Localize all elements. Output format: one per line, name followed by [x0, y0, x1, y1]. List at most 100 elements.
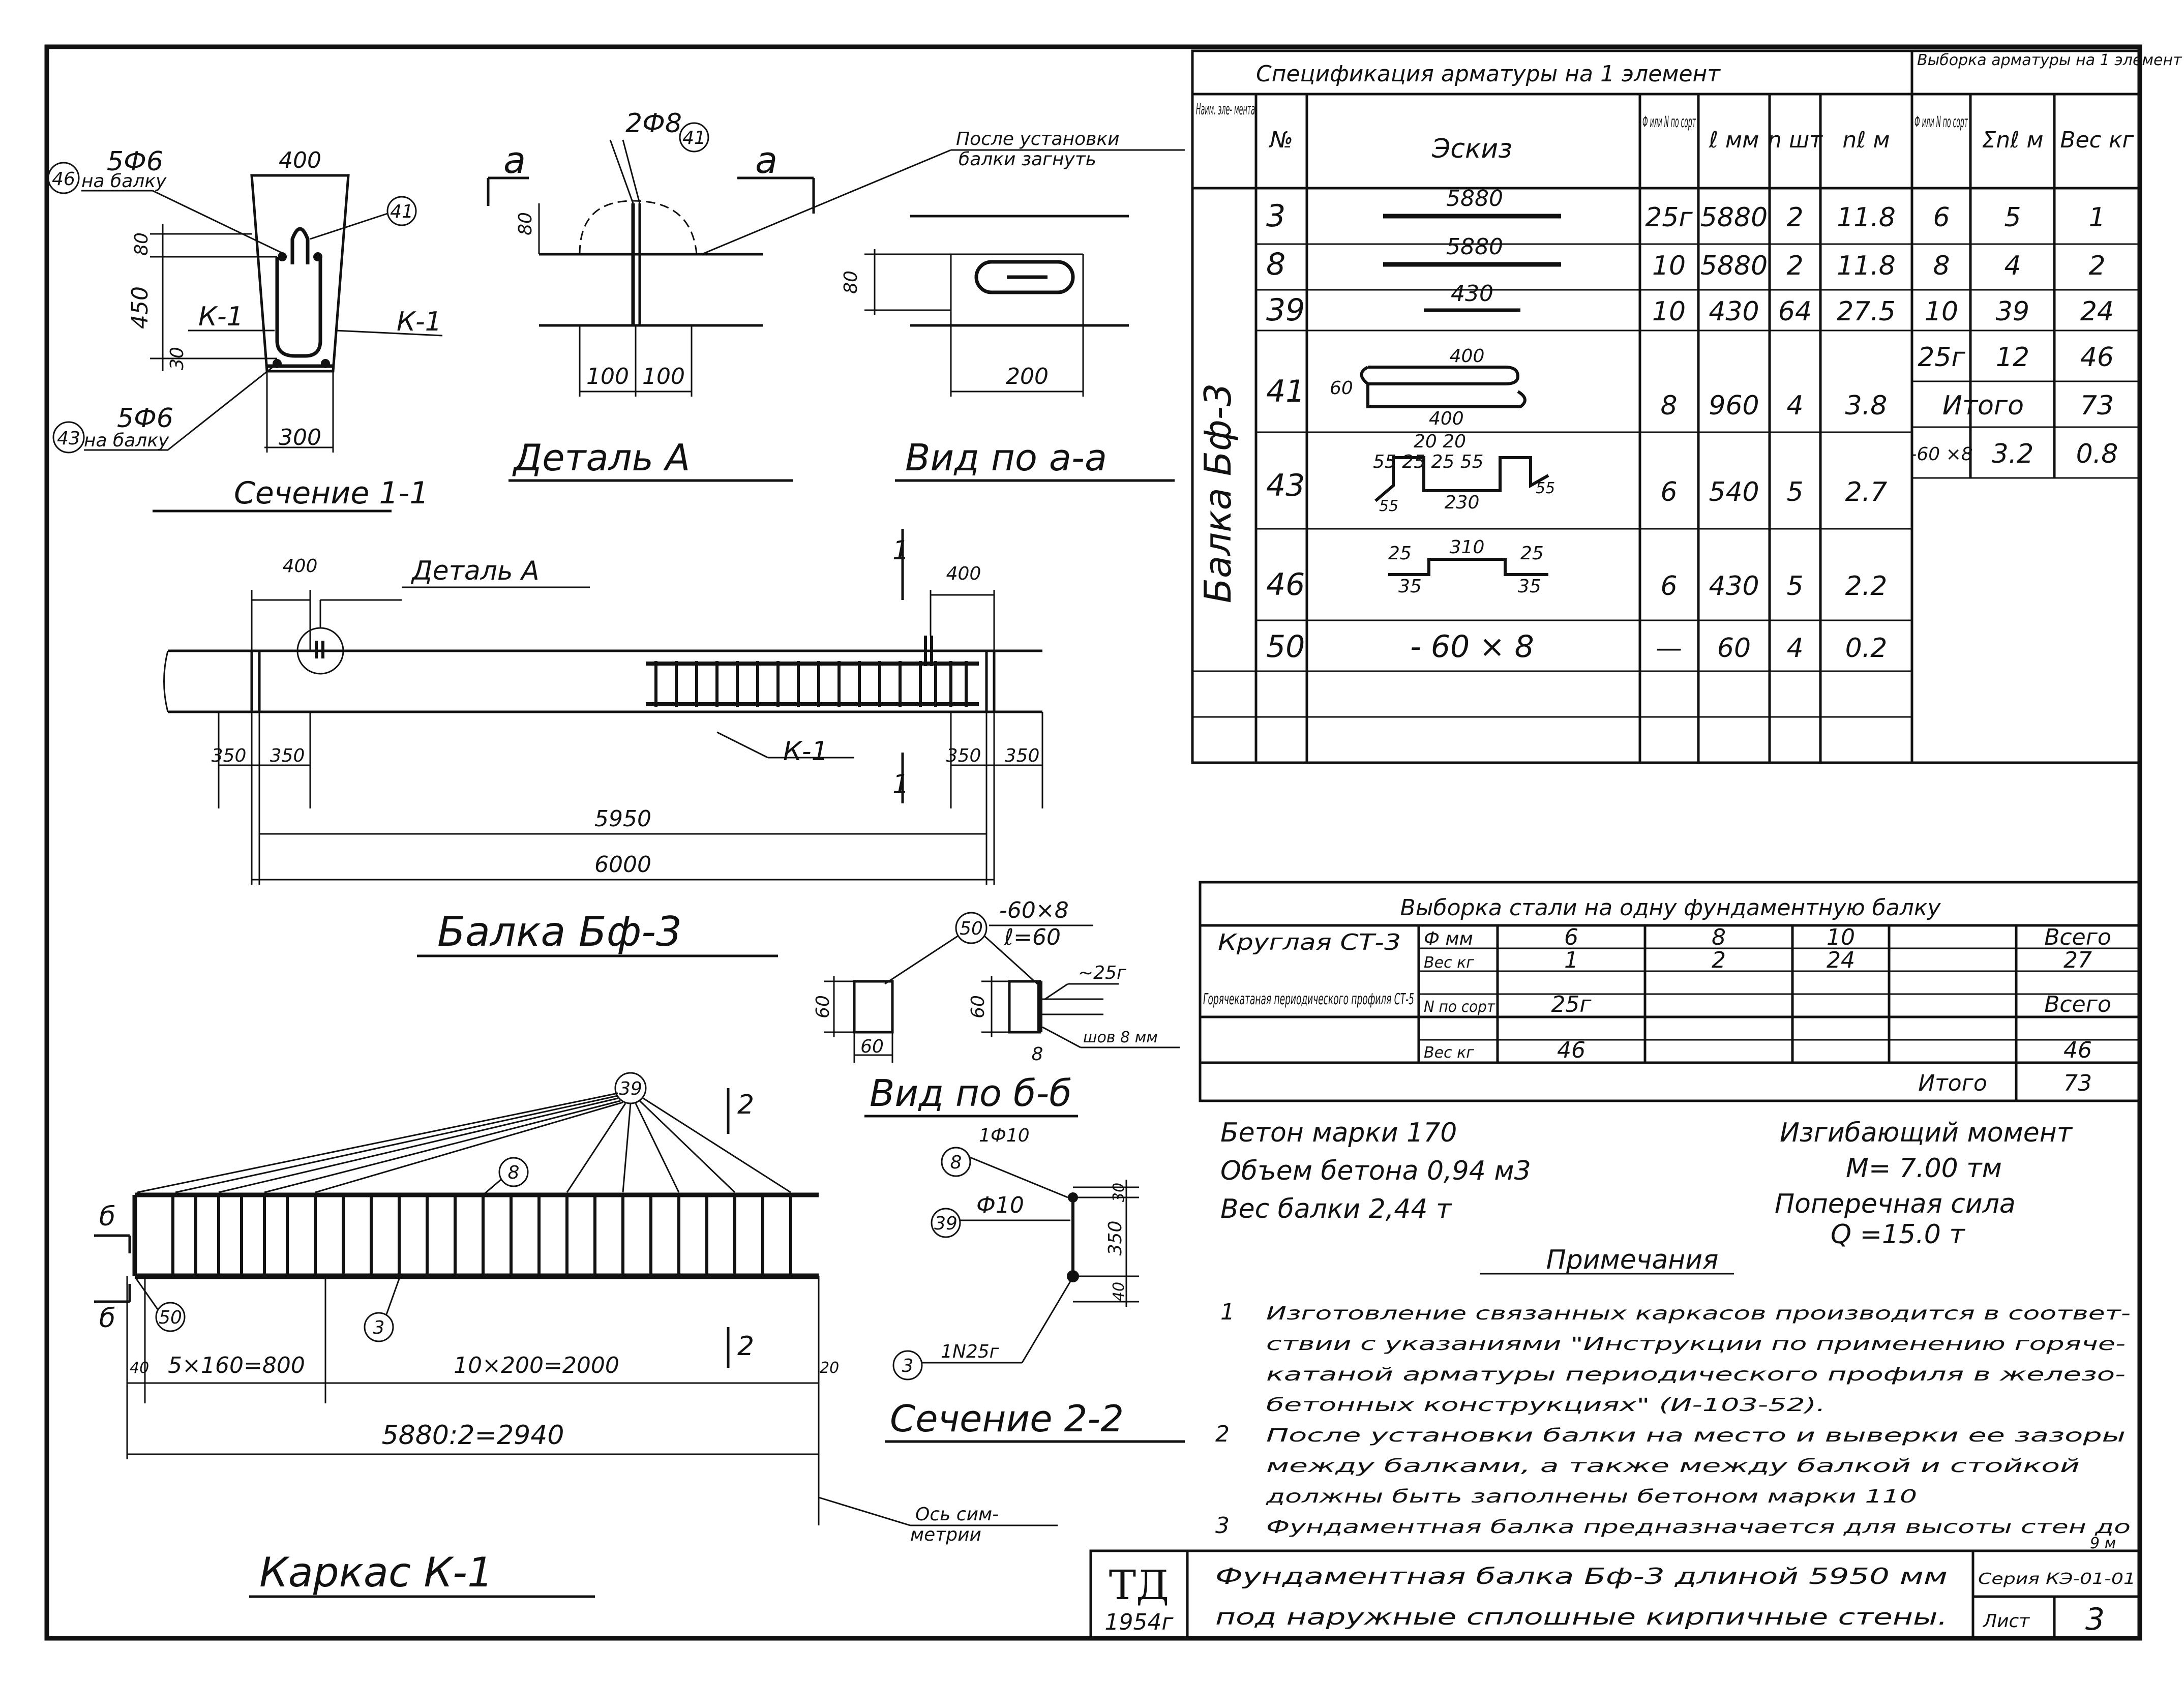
callout-50: [955, 912, 988, 944]
sketch-dim: 5880: [1446, 234, 1503, 260]
callout-3: [364, 1312, 394, 1342]
sketch-bar-43: 20 20 55 25 25 55 230 55 55: [1373, 431, 1555, 515]
sel-total-label: Итого: [1942, 391, 2024, 421]
view-b-b-title: Вид по б-б: [870, 1072, 1072, 1115]
plate-length: ℓ=60: [1004, 924, 1061, 950]
plate-size: -60×8: [999, 897, 1069, 923]
dim-80: 80: [515, 212, 536, 235]
axis-label-2: метрии: [910, 1524, 981, 1545]
note-line: Фундаментная балка предназначается для в…: [1266, 1517, 2131, 1538]
callout-8-num: 8: [508, 1162, 520, 1183]
section-1-1-title: Сечение 1-1: [234, 475, 429, 511]
steel-table: Выборка стали на одну фундаментную балку…: [1199, 881, 2141, 1102]
callout-50: [155, 1302, 186, 1332]
series-label: Серия КЭ-01-01: [1978, 1570, 2136, 1588]
title-line-1: Фундаментная балка Бф-3 длиной 5950 мм: [1215, 1564, 1948, 1589]
note-line: между балками, а также между балкой и ст…: [1266, 1456, 2080, 1477]
spec-row: 8 10 5880 2 11.8: [1266, 247, 1896, 282]
spec-num: 41: [1266, 374, 1305, 409]
sheet-label: Лист: [1982, 1611, 2030, 1632]
spec-count: 5: [1786, 571, 1803, 602]
dim-height: 450: [127, 286, 153, 329]
spec-count: 4: [1786, 391, 1803, 421]
beam-title: Балка Бф-3: [437, 908, 682, 955]
sel-sum: 4: [2004, 251, 2021, 281]
spec-header-name: Наим. эле- мента: [1196, 101, 1255, 118]
section-a-mark: а: [755, 139, 777, 182]
callout-46-note: на балку: [81, 171, 167, 192]
spec-len: 430: [1709, 571, 1759, 602]
spec-num: 8: [1266, 247, 1285, 282]
sketch-dim: 430: [1451, 281, 1493, 307]
note-line: После установки балки на место и выверки…: [1266, 1425, 2126, 1446]
sketch-dim: 60: [1330, 378, 1353, 399]
steel-hot-n-label: N по сорт: [1424, 998, 1495, 1016]
spec-total: 2.2: [1845, 571, 1888, 602]
spec-dia: 6: [1660, 477, 1677, 507]
dim-5950: 5950: [594, 806, 651, 832]
steel-weight: 24: [1827, 947, 1855, 973]
title-block: ТД 1954г Фундаментная балка Бф-3 длиной …: [1089, 1549, 2141, 1640]
note-bend: балки загнуть: [959, 149, 1096, 170]
callout-41-num: 41: [390, 201, 413, 222]
spec-count: 4: [1786, 633, 1803, 664]
spec-row: 43 6 540 5 2.7: [1266, 468, 1887, 507]
sel-weight: 2: [2088, 251, 2105, 281]
section-b-mark: б: [99, 1303, 115, 1334]
dim-pitch-200: 10×200=2000: [454, 1353, 619, 1378]
notes-title: Примечания: [1546, 1245, 1719, 1275]
spec-total: 0.2: [1845, 633, 1888, 664]
callout-3-num: 3: [373, 1317, 385, 1338]
sel-weight: 0.8: [2076, 439, 2118, 469]
dim-100: 100: [642, 364, 685, 389]
callout-46-bars: 5Ф6: [107, 146, 163, 177]
spec-count: 2: [1786, 251, 1803, 281]
dim-8: 8: [1032, 1044, 1043, 1065]
callout-50-num: 50: [960, 918, 983, 939]
selection-table-title: Выборка арматуры на 1 элемент: [1917, 51, 2182, 69]
sel-sum: 39: [1996, 296, 2029, 327]
concrete-grade: Бетон марки 170: [1220, 1118, 1457, 1148]
beam-weight: Вес балки 2,44 т: [1220, 1194, 1452, 1224]
detail-a: 100 100 80 2Ф8 41 а а Деталь А: [487, 108, 815, 482]
dim-40: 40: [130, 1359, 149, 1377]
frame-k1: 39 8 3 50 б б 2 2: [94, 1072, 1058, 1598]
spec-count: 5: [1786, 477, 1803, 507]
dim-6000: 6000: [594, 852, 651, 878]
steel-round-total: 27: [2063, 947, 2092, 973]
shear-label: Поперечная сила: [1775, 1189, 2016, 1219]
sel-header-dia: Ф или N по сорт: [1914, 113, 1968, 131]
k1-label: К-1: [397, 307, 442, 337]
section-2-2: 30 350 40 8 1Ф10 39 Ф10 3 1N25г Сечение …: [885, 1125, 1185, 1443]
callout-41-num: 41: [682, 128, 706, 148]
note-line: бетонных конструкциях" (И-103-52).: [1266, 1395, 1826, 1416]
sketch-dim: 25: [1388, 543, 1412, 564]
callout-43: [52, 421, 85, 454]
spec-total: 11.8: [1837, 202, 1896, 233]
steel-weight-label: Вес кг: [1424, 954, 1474, 972]
k1-label: К-1: [198, 302, 244, 332]
dim-350: 350: [946, 745, 981, 766]
spec-total: 11.8: [1837, 251, 1896, 281]
callout-39-leaders: [137, 1092, 791, 1193]
steel-round-label: Круглая СТ-3: [1218, 929, 1401, 955]
spec-len: 5880: [1700, 251, 1768, 281]
spec-dia: 25г: [1645, 202, 1693, 233]
view-a-a: 200 80 После установки балки загнуть Вид…: [701, 129, 1185, 482]
sketch-dim: 55: [1536, 479, 1555, 497]
sel-sum: 5: [2004, 202, 2021, 233]
dim-30: 30: [1110, 1183, 1128, 1202]
spec-table: Спецификация арматуры на 1 элемент Выбор…: [1191, 49, 2182, 764]
notes-block: Примечания 1 Изготовление связанных карк…: [1215, 1245, 2131, 1552]
dim-200: 200: [1006, 364, 1049, 389]
sketch-dim: 20 20: [1414, 431, 1466, 452]
dim-350: 350: [270, 745, 305, 766]
sel-header-weight: Вес кг: [2060, 127, 2134, 153]
dim-100: 100: [586, 364, 629, 389]
sketch-dim: 400: [1450, 346, 1485, 367]
spec-num: 3: [1266, 198, 1285, 234]
steel-dia: 6: [1564, 924, 1578, 950]
callout-8-num: 8: [950, 1152, 962, 1173]
note-line: катаной арматуры периодического профиля …: [1266, 1364, 2126, 1385]
sel-weight: 46: [2080, 342, 2114, 373]
